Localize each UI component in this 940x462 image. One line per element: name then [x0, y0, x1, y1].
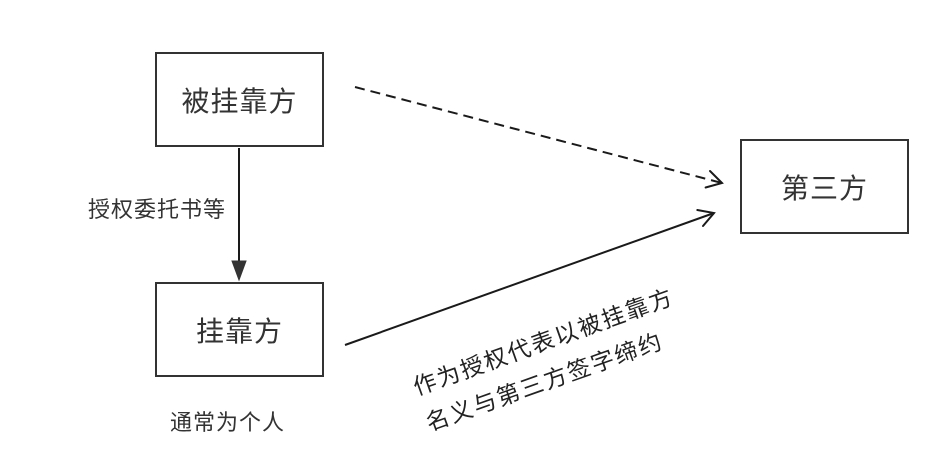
node-label: 被挂靠方 [181, 84, 298, 118]
edge-affiliate-to-third-party-arrowhead [696, 209, 716, 227]
edge-principal-to-third-party-arrowhead [704, 170, 724, 189]
edge-affiliate-to-third-party-line [344, 212, 715, 346]
edge-authorization-label: 授权委托书等 [88, 198, 227, 223]
edge-principal-to-third-party [354, 86, 724, 189]
node-affiliate: 挂靠方 [155, 282, 324, 377]
node-label: 第三方 [780, 171, 868, 205]
node-third-party: 第三方 [740, 139, 909, 234]
node-principal: 被挂靠方 [155, 52, 324, 147]
edge-principal-to-third-party-line [354, 86, 723, 184]
node-label: 挂靠方 [195, 314, 283, 348]
affiliate-note: 通常为个人 [170, 411, 286, 436]
edge-affiliate-to-third-party [344, 209, 716, 346]
edge-authorization-arrowhead [231, 260, 247, 282]
edge-authorization [231, 148, 247, 282]
